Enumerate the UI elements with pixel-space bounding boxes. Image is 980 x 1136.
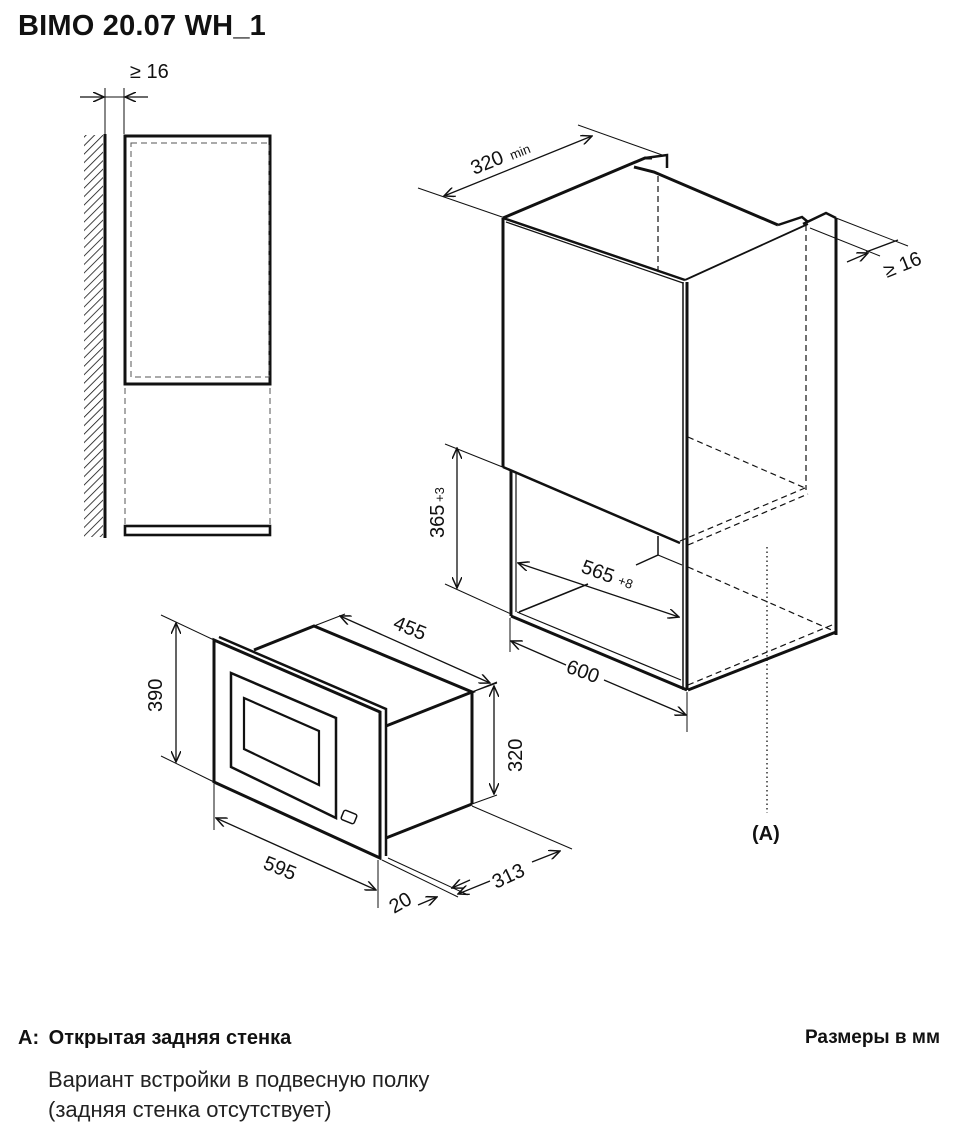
bottom-shelf [123, 524, 272, 537]
front-height-label: 390 [145, 679, 167, 712]
front-thickness-label: 20 [386, 888, 416, 918]
niche-height-tol: +3 [432, 487, 447, 502]
appliance-control-button [340, 809, 358, 825]
side-view: ≥ 16 [80, 61, 272, 538]
units-note: Размеры в мм [805, 1027, 940, 1048]
protrusion-label: 313 [489, 859, 529, 893]
appliance-view: 455 390 320 595 20 313 [145, 612, 573, 918]
open-back-marker: (A) [752, 823, 780, 845]
legend-open-back: A: Открытая задняя стенка [18, 1027, 291, 1050]
installation-description: Вариант встройки в подвесную полку (задн… [48, 1065, 429, 1125]
niche-width-label: 565 [578, 556, 617, 588]
side-gap-label-iso: ≥ 16 [881, 248, 925, 283]
side-gap-label: ≥ 16 [130, 61, 169, 83]
body-depth-label: 455 [390, 612, 429, 645]
depth-suffix: min [508, 141, 533, 163]
description-line-1: Вариант встройки в подвесную полку [48, 1067, 430, 1092]
page-title: BIMO 20.07 WH_1 [18, 10, 266, 42]
installation-drawing: ≥ 16 320 min ≥ 16 [80, 61, 925, 918]
cabinet-width-label: 600 [563, 656, 602, 688]
front-width-label: 595 [260, 852, 299, 885]
body-height-label: 320 [505, 739, 527, 772]
niche-height-label: 365 [427, 505, 449, 538]
appliance-front-frame [212, 637, 382, 861]
legend-key: A: [18, 1027, 40, 1049]
cabinet-side-outline [123, 134, 272, 386]
depth-label: 320 [468, 147, 507, 180]
wall-hatch [84, 135, 103, 537]
legend-text: Открытая задняя стенка [48, 1027, 292, 1049]
niche-width-tol: +8 [616, 573, 635, 592]
appliance-window [242, 696, 321, 787]
description-line-2: (задняя стенка отсутствует) [48, 1097, 332, 1122]
